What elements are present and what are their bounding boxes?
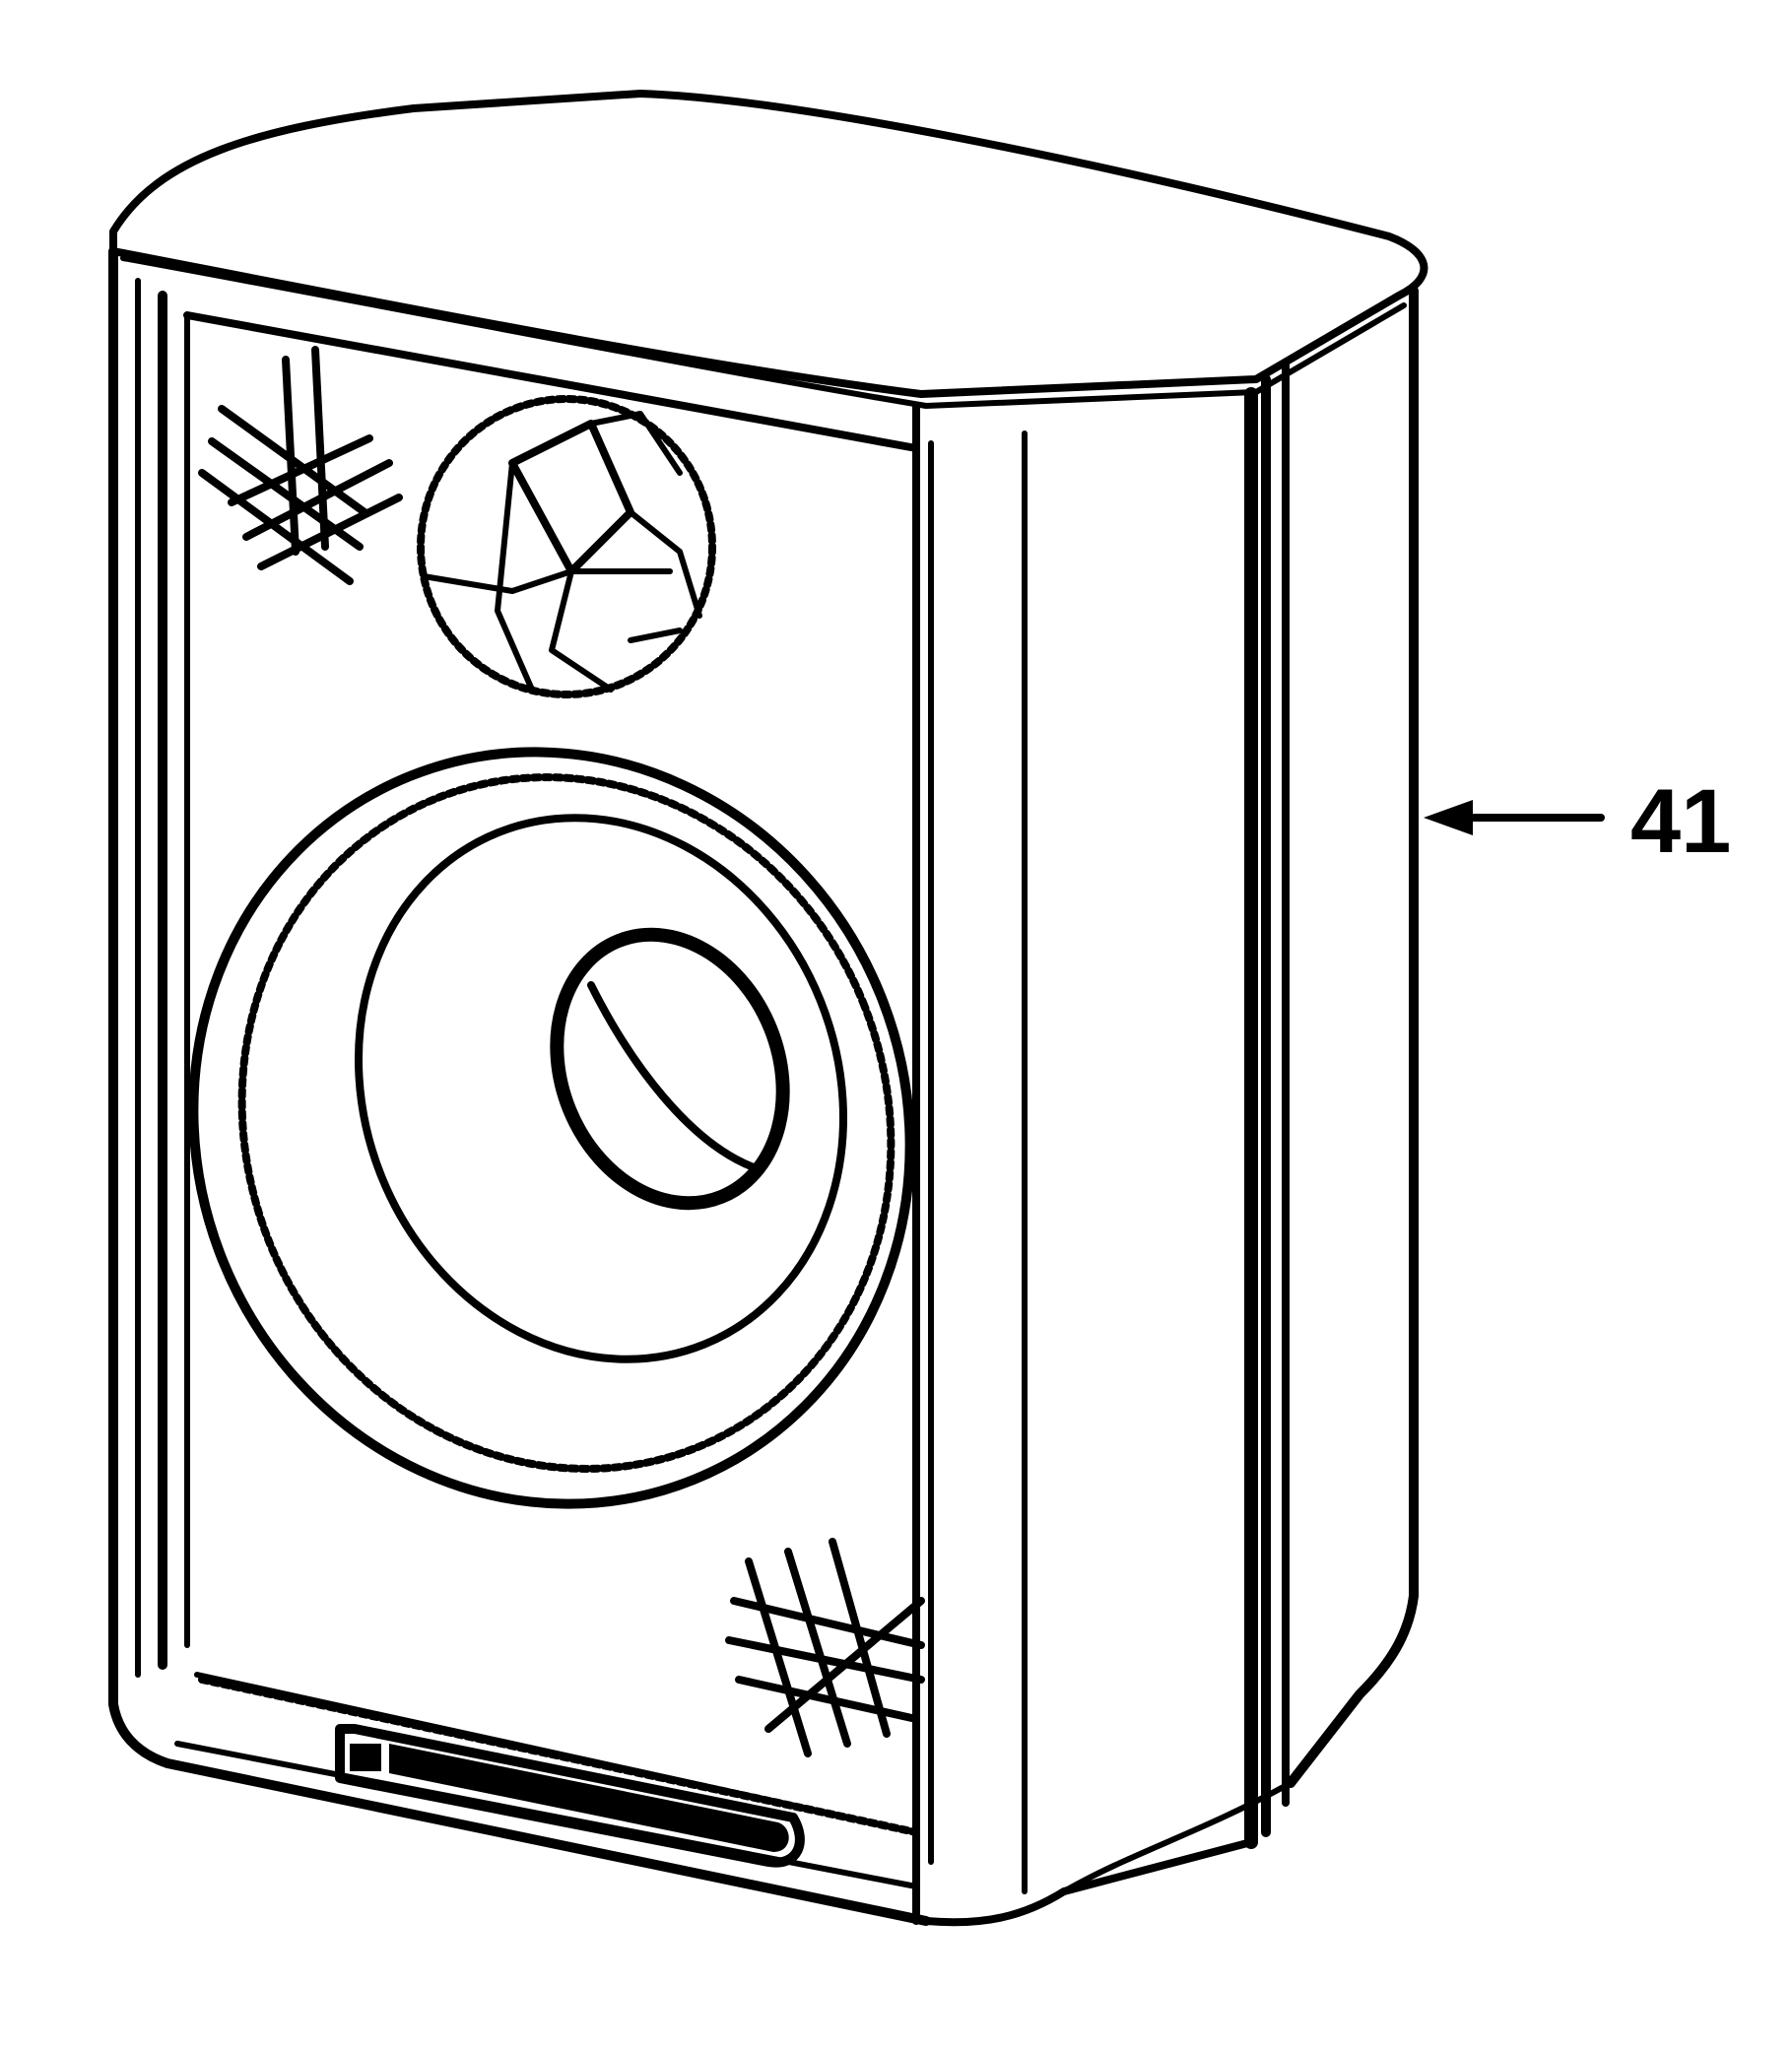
reference-leader <box>1424 800 1605 835</box>
cabinet-front-edge <box>912 402 1028 1925</box>
cabinet-side-panel <box>922 286 1419 1927</box>
bass-port-slot <box>335 1724 805 1868</box>
grille-hatch-upper <box>198 346 403 585</box>
woofer <box>188 747 915 1509</box>
cabinet-top-panel <box>109 90 1428 409</box>
grille-hatch-lower <box>725 1538 925 1757</box>
tweeter <box>417 395 716 698</box>
reference-numeral-label: 41 <box>1630 771 1731 872</box>
